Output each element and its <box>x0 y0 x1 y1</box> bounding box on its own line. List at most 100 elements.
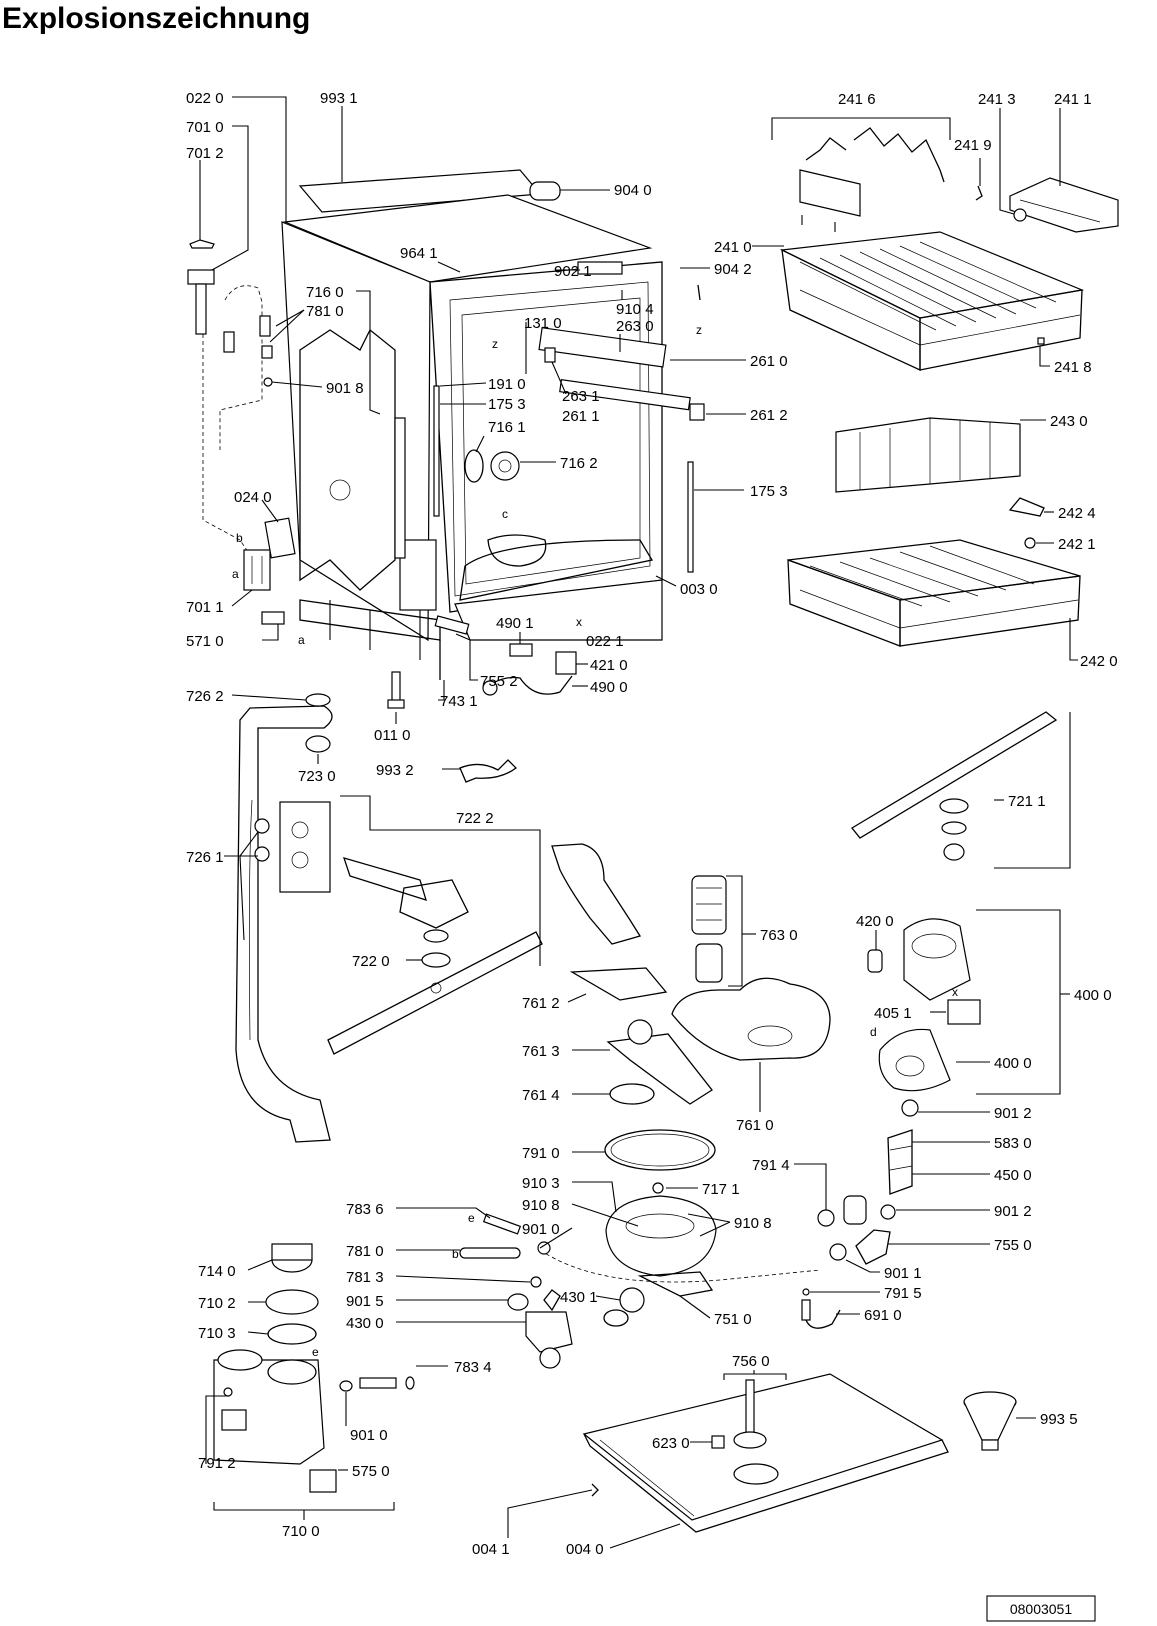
switch-421-0 <box>555 651 577 675</box>
strip-175-3-right <box>687 461 694 573</box>
seal-761-4 <box>609 1083 655 1105</box>
part-label-716-1: 716 1 <box>488 419 526 436</box>
screw-004-1 <box>591 1483 599 1497</box>
capacitor-420-0 <box>867 949 883 973</box>
part-label-901-1: 901 1 <box>884 1265 922 1282</box>
nut-701 <box>187 269 215 285</box>
valve-block <box>221 1409 247 1431</box>
part-label-726-1: 726 1 <box>186 849 224 866</box>
spray-arm-721-1 <box>851 711 1058 839</box>
part-label-710-3: 710 3 <box>198 1325 236 1342</box>
cup-shelf-241-1 <box>1009 177 1119 233</box>
part-label-024-0: 024 0 <box>234 489 272 506</box>
tine-rack-241-6 <box>799 169 861 217</box>
part-label-701-0: 701 0 <box>186 119 224 136</box>
part-label-910-8-left: 910 8 <box>522 1197 560 1214</box>
part-label-761-3: 761 3 <box>522 1043 560 1060</box>
supply-pipe-726-1 <box>235 705 333 1143</box>
part-label-701-1: 701 1 <box>186 599 224 616</box>
upper-spray-arm-722-0 <box>327 931 543 1055</box>
part-label-756-0: 756 0 <box>732 1353 770 1370</box>
part-label-901-5: 901 5 <box>346 1293 384 1310</box>
part-label-781-3: 781 3 <box>346 1269 384 1286</box>
wrench-993-2 <box>459 759 517 783</box>
part-label-763-0: 763 0 <box>760 927 798 944</box>
part-label-791-2: 791 2 <box>198 1455 236 1472</box>
part-label-022-0: 022 0 <box>186 90 224 107</box>
part-label-722-0: 722 0 <box>352 953 390 970</box>
oring-791-5 <box>802 1288 810 1296</box>
marker-e-1: e <box>468 1211 475 1225</box>
gasket-710-3 <box>267 1323 317 1345</box>
part-label-175-3-left: 175 3 <box>488 396 526 413</box>
part-label-791-5: 791 5 <box>884 1285 922 1302</box>
part-label-691-0: 691 0 <box>864 1307 902 1324</box>
seal-583-0 <box>843 1195 867 1225</box>
spring-781-0 <box>259 315 271 337</box>
float-756-0 <box>745 1379 755 1441</box>
part-label-241-9: 241 9 <box>954 137 992 154</box>
part-label-791-0: 791 0 <box>522 1145 560 1162</box>
part-label-721-1: 721 1 <box>1008 793 1046 810</box>
part-label-701-2: 701 2 <box>186 145 224 162</box>
manifold-726-1 <box>279 801 331 893</box>
marker-b-1: b <box>236 531 243 545</box>
part-label-716-2: 716 2 <box>560 455 598 472</box>
bracket-405-1 <box>947 999 981 1025</box>
rail-261-0 <box>559 379 691 411</box>
part-label-901-2-a: 901 2 <box>994 1105 1032 1122</box>
cutlery-basket-243-0 <box>835 417 1021 493</box>
marker-z-2: z <box>696 323 702 337</box>
pump-motor-400-0 <box>903 918 971 1001</box>
bracket-755-2 <box>434 615 470 635</box>
stop-241-8 <box>1037 337 1045 345</box>
elbow-755-0 <box>855 1229 891 1265</box>
part-label-004-1: 004 1 <box>472 1541 510 1558</box>
pipe-722-2 <box>342 857 427 901</box>
seal-716-1 <box>464 449 484 483</box>
clamp-901-5 <box>507 1293 529 1311</box>
upper-basket-top <box>779 231 1085 319</box>
part-label-993-5: 993 5 <box>1040 1411 1078 1428</box>
switch-623-0 <box>711 1435 725 1449</box>
part-label-722-2: 722 2 <box>456 810 494 827</box>
marker-e-2: e <box>312 1345 319 1359</box>
part-label-241-1: 241 1 <box>1054 91 1092 108</box>
sump-outlet-751-0 <box>637 1271 714 1297</box>
tub-cabinet-drawing <box>281 169 705 660</box>
part-label-003-0: 003 0 <box>680 581 718 598</box>
part-label-904-2: 904 2 <box>714 261 752 278</box>
part-label-902-1: 902 1 <box>554 263 592 280</box>
part-label-430-1: 430 1 <box>560 1289 598 1306</box>
part-label-783-6: 783 6 <box>346 1201 384 1218</box>
switch-490-1 <box>509 643 533 657</box>
sump-opening <box>487 534 547 567</box>
base-plate-drawing <box>582 1373 949 1533</box>
hose-connector <box>195 283 207 335</box>
upper-basket-front <box>919 289 1083 371</box>
lower-basket-drawing <box>787 497 1081 647</box>
part-label-011-0: 011 0 <box>374 727 410 744</box>
clamp-901-0a <box>537 1241 551 1255</box>
part-label-191-0: 191 0 <box>488 376 526 393</box>
part-label-400-0-group: 400 0 <box>1074 987 1112 1004</box>
part-label-242-4: 242 4 <box>1058 505 1096 522</box>
part-label-022-1: 022 1 <box>586 633 624 650</box>
part-label-901-0-a: 901 0 <box>522 1221 560 1238</box>
part-label-242-0: 242 0 <box>1080 653 1118 670</box>
spring-left <box>223 331 235 353</box>
sump-751-0 <box>605 1195 717 1277</box>
part-label-993-1: 993 1 <box>320 90 358 107</box>
document-id-box: 08003051 <box>986 1595 1096 1622</box>
part-label-175-3-right: 175 3 <box>750 483 788 500</box>
hose-716-0 <box>394 417 406 559</box>
bracket-701-1 <box>243 549 271 591</box>
part-label-405-1: 405 1 <box>874 1005 912 1022</box>
part-label-791-4: 791 4 <box>752 1157 790 1174</box>
part-label-901-2-b: 901 2 <box>994 1203 1032 1220</box>
bracket-761-2 <box>569 967 668 1001</box>
part-label-993-2: 993 2 <box>376 762 414 779</box>
part-label-623-0: 623 0 <box>652 1435 690 1452</box>
valve-571-0 <box>261 611 285 625</box>
